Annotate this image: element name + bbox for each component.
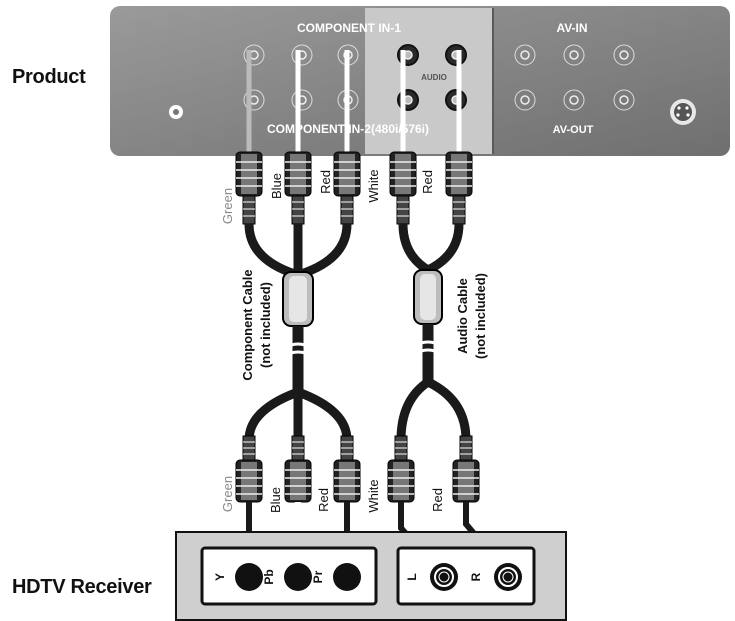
receiver-jacks: Y Pb Pr L R bbox=[213, 563, 522, 591]
audio-wire-top bbox=[398, 223, 431, 274]
panel-jack bbox=[243, 89, 265, 111]
product-label: Product bbox=[12, 66, 86, 88]
s-video-jack bbox=[670, 99, 696, 125]
panel-jack bbox=[514, 44, 536, 66]
hdtv-receiver-label: HDTV Receiver bbox=[12, 576, 152, 598]
audio-wire-bottom bbox=[396, 378, 431, 441]
bottom-plug-label-red: Red bbox=[316, 488, 331, 512]
receiver-jack-label-pb: Pb bbox=[262, 569, 276, 584]
component-in-1-label: COMPONENT IN-1 bbox=[297, 21, 401, 35]
top-plug-label-blue: Blue bbox=[269, 173, 284, 199]
component-cable-label: Component Cable (not included) bbox=[240, 269, 273, 380]
component-wire-top bbox=[296, 223, 352, 280]
bottom-plug-label-audio-red: Red bbox=[430, 488, 445, 512]
panel-jack bbox=[514, 89, 536, 111]
top-plug-labels: Green Blue Red White Red bbox=[220, 169, 435, 224]
bottom-plug-labels: Green Blue Red White Red bbox=[220, 476, 445, 513]
receiver-jack-label-y: Y bbox=[213, 573, 227, 581]
audio-label: AUDIO bbox=[421, 73, 447, 82]
receiver-jack-label-r: R bbox=[469, 572, 483, 581]
audio-cable-label-line2: (not included) bbox=[473, 273, 488, 359]
component-wire-bottom bbox=[244, 387, 300, 441]
av-out-label: AV-OUT bbox=[553, 124, 594, 136]
audio-wire-bottom bbox=[425, 377, 471, 441]
top-plug-label-green: Green bbox=[220, 188, 235, 224]
top-plug-label-white: White bbox=[366, 169, 381, 202]
av-in-label: AV-IN bbox=[556, 21, 587, 35]
receiver-jack-y bbox=[235, 563, 263, 591]
panel-jack bbox=[291, 89, 313, 111]
panel-jack bbox=[243, 44, 265, 66]
receiver-jack-label-pr: Pr bbox=[311, 570, 325, 583]
component-wire-top bbox=[244, 223, 300, 280]
panel-jack bbox=[613, 89, 635, 111]
audio-cable-label-line1: Audio Cable bbox=[455, 278, 470, 354]
audio-wire-top bbox=[425, 223, 464, 275]
audio-break-mark bbox=[413, 340, 443, 356]
receiver-jack-label-l: L bbox=[405, 573, 419, 580]
top-plug-label-red: Red bbox=[318, 170, 333, 194]
panel-jack bbox=[563, 44, 585, 66]
top-plug-label-audio-red: Red bbox=[420, 170, 435, 194]
bottom-plug-label-green: Green bbox=[220, 476, 235, 512]
panel-highlight-area bbox=[365, 8, 493, 154]
bottom-plug-label-white: White bbox=[366, 479, 381, 512]
product-rear-panel: COMPONENT IN-1 COMPONENT IN-2(480i/576i)… bbox=[110, 6, 730, 156]
audio-cable-label: Audio Cable (not included) bbox=[455, 273, 488, 359]
bottom-plug-label-blue: Blue bbox=[268, 487, 283, 513]
panel-jack bbox=[563, 89, 585, 111]
hdtv-receiver: Y Pb Pr L R bbox=[175, 531, 567, 621]
receiver-jack-pr bbox=[333, 563, 361, 591]
component-wire-bottom bbox=[296, 387, 352, 441]
component-break-mark bbox=[283, 342, 313, 358]
panel-jack bbox=[613, 44, 635, 66]
component-cable-label-line1: Component Cable bbox=[240, 269, 255, 380]
audio-jack-group bbox=[396, 546, 536, 606]
component-cable-label-line2: (not included) bbox=[258, 282, 273, 368]
panel-jack bbox=[291, 44, 313, 66]
receiver-jack-pb bbox=[284, 563, 312, 591]
